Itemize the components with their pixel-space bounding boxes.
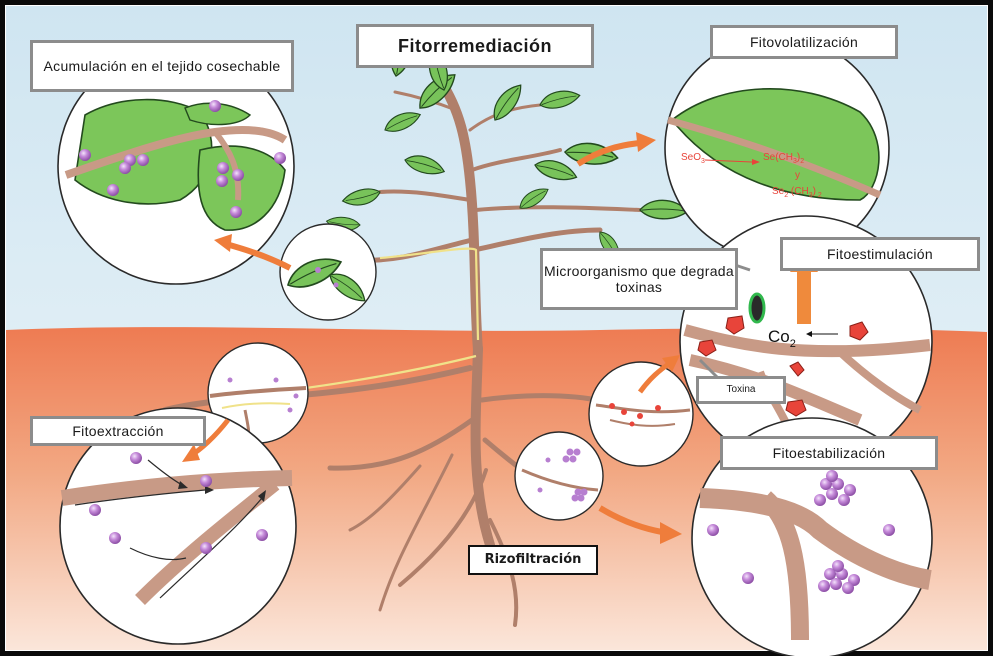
svg-text:y: y [795, 170, 800, 181]
diagram-title: Fitorremediación [356, 24, 594, 68]
label-extraction: Fitoextracción [30, 416, 206, 446]
leaf-inset-small [280, 224, 376, 320]
label-rhizofiltration: Rizofiltración [468, 545, 598, 575]
label-stabilization: Fitoestabilización [720, 436, 938, 470]
label-toxin: Toxina [696, 376, 786, 404]
label-volatilization: Fitovolatilización [710, 25, 898, 59]
root-inset-right [589, 362, 693, 466]
rhizofiltration-inset [515, 432, 603, 520]
label-microorganism: Microorganismo que degrada toxinas [540, 248, 738, 310]
label-accumulation: Acumulación en el tejido cosechable [30, 40, 294, 92]
label-stimulation: Fitoestimulación [780, 237, 980, 271]
